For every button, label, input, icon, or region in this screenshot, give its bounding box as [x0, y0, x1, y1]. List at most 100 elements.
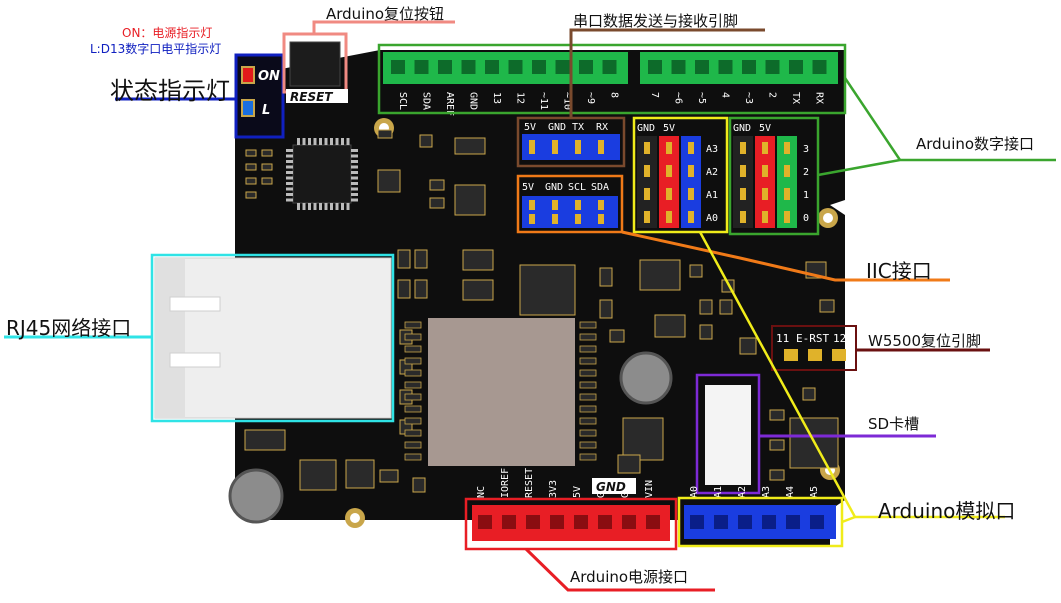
serial-pin-label: 5V: [524, 122, 536, 133]
on-led-label: ON: [258, 69, 280, 84]
smd-component: [397, 249, 411, 269]
smd-component: [819, 299, 835, 313]
top-pin-label: 13: [491, 92, 502, 104]
smd-component: [377, 129, 393, 139]
gvs-column: [755, 136, 775, 228]
smd-component: [769, 439, 785, 451]
digital-port-label: Arduino数字接口: [916, 135, 1035, 153]
serial-pin-label: TX: [572, 122, 584, 133]
header-pin: [688, 142, 694, 154]
chip-pin: [286, 187, 293, 191]
chip-pin: [324, 138, 328, 145]
header-pin: [808, 349, 822, 361]
chip-pin: [324, 203, 328, 210]
gvs-row-label: 1: [803, 190, 809, 201]
smd-component: [802, 387, 816, 401]
chip-pad: [404, 405, 422, 413]
on-led: [241, 66, 255, 84]
chip-pad: [404, 417, 422, 425]
iic-leader-line: [621, 230, 950, 282]
chip-pin: [351, 198, 358, 202]
header-socket: [765, 60, 780, 74]
smd-component: [245, 149, 257, 157]
header-pin: [762, 165, 768, 177]
chip-pin: [302, 138, 306, 145]
chip-pad: [404, 345, 422, 353]
chip-pad: [579, 333, 597, 341]
mcu-chip-pins: [286, 138, 358, 210]
gvs-header-label: 5V: [759, 123, 771, 134]
header-socket: [461, 60, 476, 74]
smd-component: [379, 469, 399, 483]
header-socket: [526, 515, 540, 529]
header-pin: [666, 142, 672, 154]
header-pin: [784, 165, 790, 177]
smd-component: [454, 137, 486, 155]
on-indicator-label: ON：电源指示灯: [122, 26, 213, 40]
header-socket: [762, 515, 776, 529]
smd-component: [699, 324, 713, 340]
chip-pin: [341, 203, 344, 210]
smd-component: [699, 299, 713, 315]
smd-component: [377, 169, 401, 193]
smd-component: [429, 179, 445, 191]
chip-pin: [351, 149, 358, 152]
chip-pin: [313, 203, 317, 210]
header-pin: [529, 214, 535, 224]
power-header: [472, 505, 670, 541]
iic-header-outline: [516, 174, 624, 234]
chip-pin: [286, 154, 293, 158]
header-socket: [648, 60, 662, 74]
smd-component: [599, 267, 613, 287]
header-pin: [644, 165, 650, 177]
header-socket: [690, 515, 704, 529]
l-indicator-label: L:D13数字口电平指示灯: [90, 42, 222, 56]
header-pin: [598, 200, 604, 210]
smd-component: [261, 163, 273, 171]
chip-pad: [404, 369, 422, 377]
chip-pad: [404, 357, 422, 365]
smd-component: [429, 197, 445, 209]
mcu-chip: [292, 144, 352, 204]
top-pin-label: 4: [720, 92, 731, 98]
chip-pad: [579, 381, 597, 389]
header-pin: [598, 140, 604, 154]
digital-header-sockets: [391, 60, 827, 74]
top-pin-label: ~10: [562, 92, 573, 110]
analog-pin-label: A0: [689, 486, 700, 498]
electrolytic-capacitor: [619, 351, 673, 405]
chip-pin: [308, 138, 311, 145]
sd-slot: [705, 385, 751, 485]
header-pin: [575, 200, 581, 210]
header-pin: [740, 188, 746, 200]
power-pin-label: 5V: [572, 486, 583, 498]
top-pin-label: SDA: [421, 92, 432, 110]
chip-pin: [346, 138, 350, 145]
w5500-pads: [404, 321, 597, 461]
gvs-column: [777, 136, 797, 228]
header-socket: [550, 515, 564, 529]
chip-pin: [286, 149, 293, 152]
top-pin-label: RX: [814, 92, 825, 104]
header-socket: [786, 515, 800, 529]
header-socket: [391, 60, 405, 74]
mounting-hole: [350, 513, 360, 523]
power-pin-label: IOREF: [500, 468, 511, 498]
gvs-column: [659, 136, 679, 228]
header-socket: [598, 515, 612, 529]
erst-pin-label: 11: [776, 332, 789, 345]
smd-component: [609, 329, 625, 343]
chip-pin: [286, 198, 293, 202]
chip-pin: [351, 171, 358, 174]
smd-component: [769, 469, 785, 481]
header-pin: [552, 214, 558, 224]
power-pin-label: RESET: [524, 468, 535, 498]
iic-pin-label: 5V: [522, 182, 534, 193]
header-socket: [438, 60, 452, 74]
header-pin: [740, 165, 746, 177]
header-socket: [646, 515, 660, 529]
chip-pin: [313, 138, 317, 145]
power-pin-label: 3V3: [548, 480, 559, 498]
serial-pin-label: GND: [548, 122, 566, 133]
